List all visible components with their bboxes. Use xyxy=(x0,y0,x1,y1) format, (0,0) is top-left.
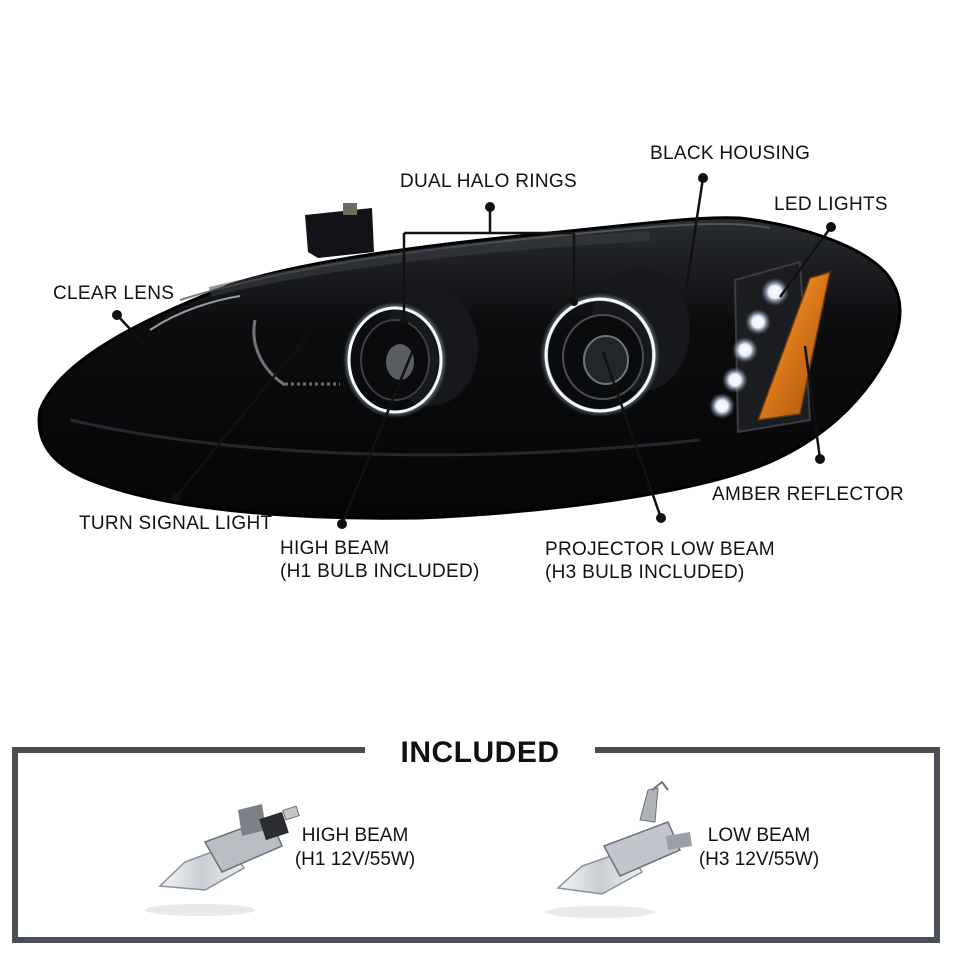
dual-halo-dot xyxy=(485,202,495,212)
label-black-housing: BLACK HOUSING xyxy=(650,143,811,164)
h1-bulb-icon xyxy=(145,804,300,916)
projector-low-beam-halo xyxy=(532,268,690,425)
high-beam-halo xyxy=(336,290,478,425)
halo-ring-endpoint-left xyxy=(400,318,408,326)
label-high-beam-note: (H1 BULB INCLUDED) xyxy=(280,561,480,582)
label-projector-low-beam-note: (H3 BULB INCLUDED) xyxy=(545,562,745,583)
h3-bulb-icon xyxy=(545,780,692,918)
included-item-low-beam-spec: (H3 12V/55W) xyxy=(698,849,820,870)
label-led-lights: LED LIGHTS xyxy=(774,194,888,215)
included-title-background xyxy=(365,735,595,771)
dual-halo-bracket xyxy=(402,207,576,322)
halo-ring-endpoint-right xyxy=(570,298,578,306)
label-turn-signal-light: TURN SIGNAL LIGHT xyxy=(79,513,273,534)
label-high-beam: HIGH BEAM xyxy=(280,538,390,559)
label-dual-halo-rings: DUAL HALO RINGS xyxy=(400,171,577,192)
mounting-tab xyxy=(305,203,374,258)
amber-reflector xyxy=(756,270,831,421)
led-lights xyxy=(709,260,812,434)
label-clear-lens: CLEAR LENS xyxy=(53,283,175,304)
callout-dots xyxy=(112,173,836,529)
included-title: INCLUDED xyxy=(400,736,560,769)
included-item-low-beam-name: LOW BEAM xyxy=(707,825,811,846)
label-projector-low-beam: PROJECTOR LOW BEAM xyxy=(545,539,775,560)
callout-leader-lines xyxy=(116,177,833,525)
included-item-high-beam-spec: (H1 12V/55W) xyxy=(294,849,416,870)
label-amber-reflector: AMBER REFLECTOR xyxy=(712,484,905,505)
included-item-high-beam-name: HIGH BEAM xyxy=(301,825,409,846)
